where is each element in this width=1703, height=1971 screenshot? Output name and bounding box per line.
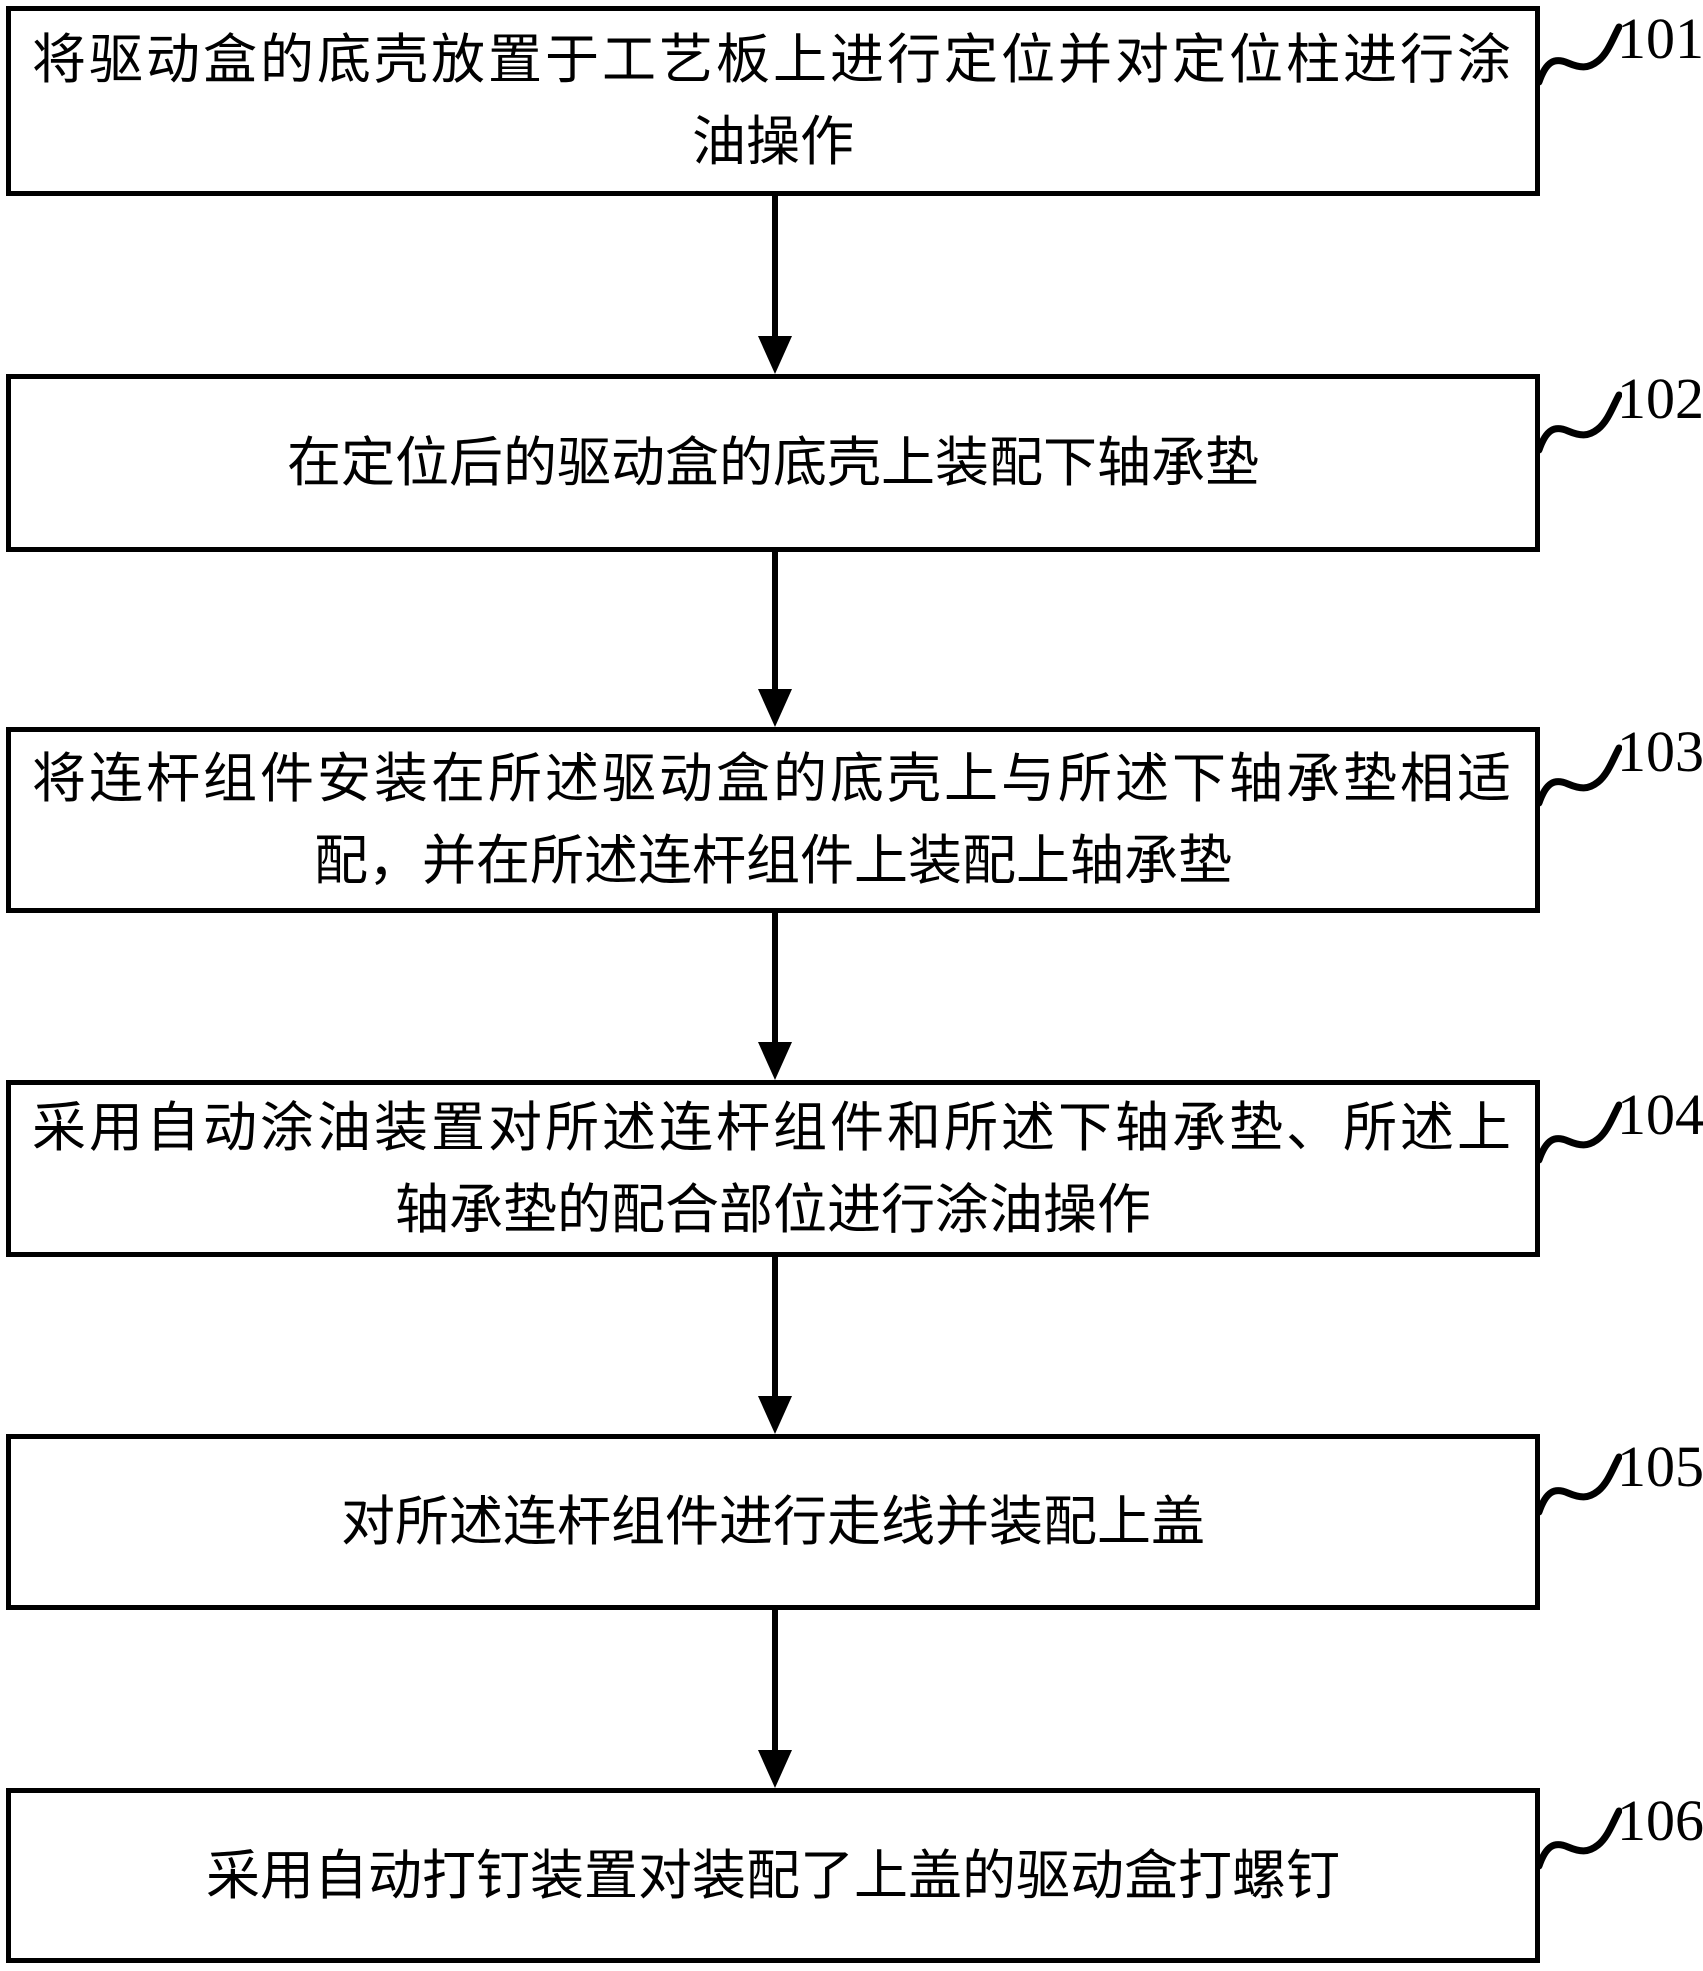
flow-arrow <box>755 552 795 727</box>
step-text-line: 采用自动打钉装置对装配了上盖的驱动盒打螺钉 <box>206 1843 1340 1907</box>
flow-arrow <box>755 196 795 374</box>
step-ref-label: 105 <box>1617 1434 1703 1499</box>
ref-connector-line <box>1536 1453 1622 1516</box>
flow-arrow <box>755 1257 795 1434</box>
step-ref-label: 102 <box>1617 366 1703 431</box>
step-text-line: 配，并在所述连杆组件上装配上轴承垫 <box>314 829 1232 892</box>
arrow-shaft <box>772 1610 778 1752</box>
step-text-line: 将连杆组件安装在所述驱动盒的底壳上与所述下轴承垫相适 <box>32 747 1514 810</box>
step-ref-label: 101 <box>1617 6 1703 71</box>
ref-connector-line <box>1536 744 1622 807</box>
ref-connector-line <box>1536 391 1622 454</box>
ref-connector-line <box>1536 1101 1622 1164</box>
arrow-shaft <box>772 1257 778 1398</box>
step-text-line: 对所述连杆组件进行走线并装配上盖 <box>341 1490 1205 1553</box>
arrow-head-icon <box>758 1396 792 1434</box>
arrow-shaft <box>772 196 778 338</box>
flow-arrow <box>755 913 795 1080</box>
flow-step-box-103: 将连杆组件安装在所述驱动盒的底壳上与所述下轴承垫相适 配，并在所述连杆组件上装配… <box>6 727 1540 913</box>
ref-connector-line <box>1536 1807 1622 1870</box>
step-ref-label: 104 <box>1617 1082 1703 1147</box>
flow-step-box-101: 将驱动盒的底壳放置于工艺板上进行定位并对定位柱进行涂 油操作 <box>6 6 1540 196</box>
arrow-head-icon <box>758 1042 792 1080</box>
flow-step-box-106: 采用自动打钉装置对装配了上盖的驱动盒打螺钉 <box>6 1788 1540 1963</box>
step-text-line: 将驱动盒的底壳放置于工艺板上进行定位并对定位柱进行涂 <box>32 28 1514 91</box>
ref-connector-line <box>1536 23 1622 86</box>
arrow-shaft <box>772 552 778 691</box>
flow-step-box-105: 对所述连杆组件进行走线并装配上盖 <box>6 1434 1540 1610</box>
arrow-head-icon <box>758 689 792 727</box>
step-text-line: 在定位后的驱动盒的底壳上装配下轴承垫 <box>287 431 1259 494</box>
arrow-head-icon <box>758 1750 792 1788</box>
step-ref-label: 106 <box>1617 1788 1703 1853</box>
step-text-line: 油操作 <box>692 110 854 173</box>
arrow-shaft <box>772 913 778 1044</box>
step-text-line: 轴承垫的配合部位进行涂油操作 <box>395 1177 1151 1241</box>
flow-step-box-104: 采用自动涂油装置对所述连杆组件和所述下轴承垫、所述上 轴承垫的配合部位进行涂油操… <box>6 1080 1540 1257</box>
arrow-head-icon <box>758 336 792 374</box>
flow-step-box-102: 在定位后的驱动盒的底壳上装配下轴承垫 <box>6 374 1540 552</box>
step-text-line: 采用自动涂油装置对所述连杆组件和所述下轴承垫、所述上 <box>32 1095 1514 1159</box>
step-ref-label: 103 <box>1617 719 1703 784</box>
flow-arrow <box>755 1610 795 1788</box>
